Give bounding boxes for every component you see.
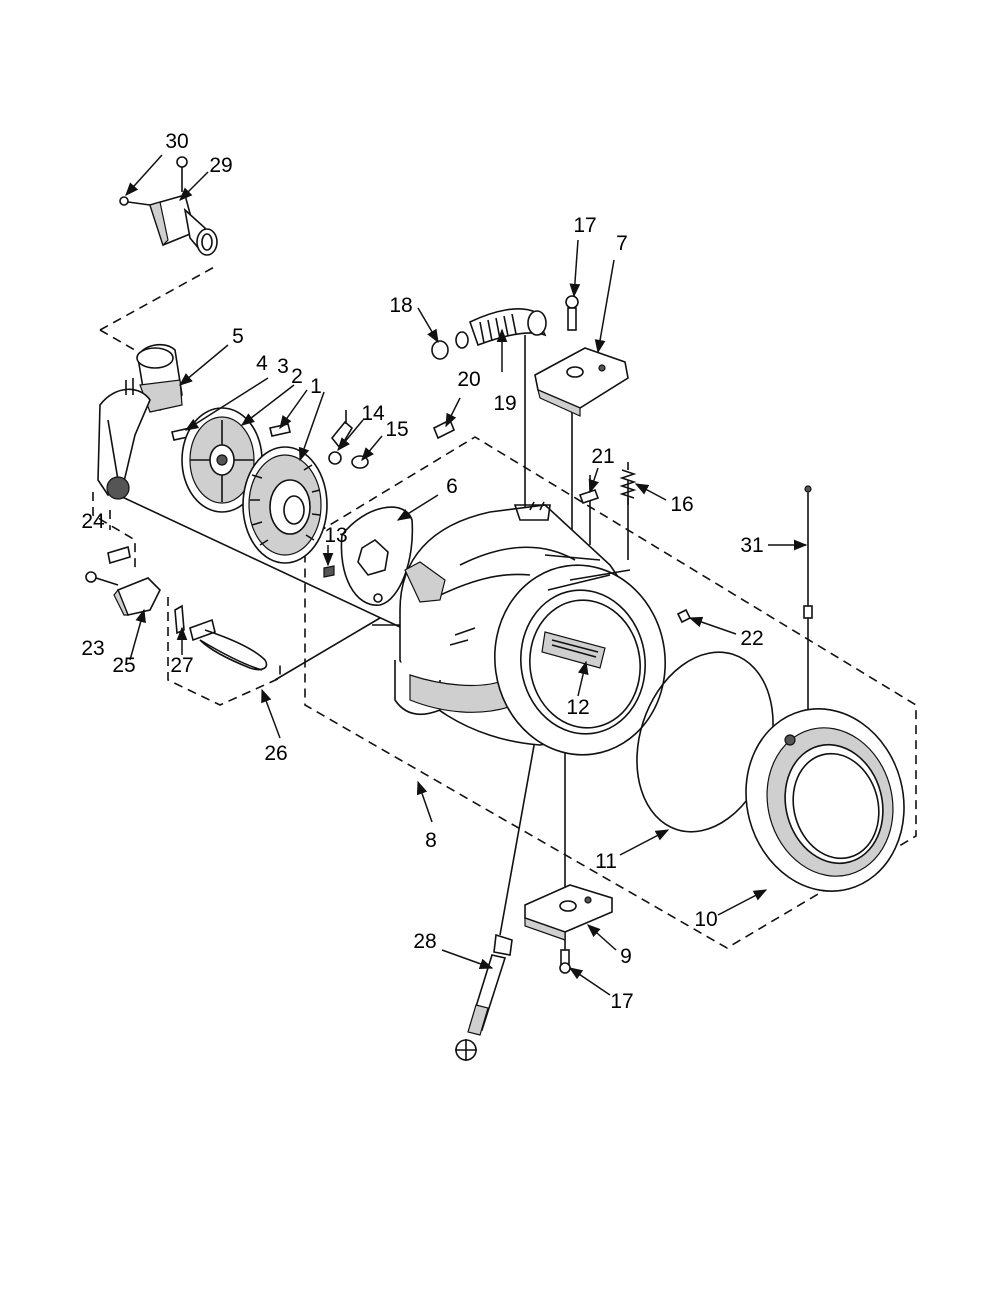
heater-element-part-26 <box>199 629 268 671</box>
callout-arrows <box>125 154 808 996</box>
screw-part-30 <box>119 196 151 206</box>
callout-10: 10 <box>694 908 717 931</box>
callout-22: 22 <box>740 627 763 650</box>
pulley-part-3 <box>181 407 263 513</box>
rotor-part-1 <box>242 446 328 564</box>
bolt-part-17-top <box>565 295 579 331</box>
hose-connector-part-29 <box>148 194 218 256</box>
spring-part-16 <box>619 462 637 505</box>
clamp-part-18 <box>431 331 469 360</box>
callout-5: 5 <box>232 325 244 348</box>
callout-11: 11 <box>595 850 617 873</box>
connector-part-25 <box>113 577 161 616</box>
hose-guide-lines <box>92 264 219 570</box>
sensor-part-27 <box>174 604 216 642</box>
callout-24: 24 <box>81 510 105 533</box>
callout-26: 26 <box>264 742 287 765</box>
bolt-part-17-bottom <box>559 949 571 974</box>
clip-part-15 <box>351 455 369 469</box>
callout-12: 12 <box>566 696 589 719</box>
bolt-part-31 <box>803 485 813 619</box>
clip-part-22 <box>676 608 692 624</box>
callout-3: 3 <box>277 355 289 378</box>
callout-labels: 1 2 3 4 5 6 7 8 9 10 11 12 13 14 15 16 1… <box>81 130 763 1013</box>
heater-assembly-outline <box>167 597 281 706</box>
bracket-part-9 <box>524 884 613 941</box>
callout-1: 1 <box>310 375 322 398</box>
callout-7: 7 <box>616 232 628 255</box>
screw-part-23 <box>85 571 119 586</box>
screw-part-13 <box>323 565 335 578</box>
callout-19: 19 <box>493 392 516 415</box>
spacer-part-21 <box>578 488 600 505</box>
callout-15: 15 <box>385 418 408 441</box>
callout-14: 14 <box>361 402 385 425</box>
screw-part-29 <box>176 156 188 192</box>
callout-16: 16 <box>670 493 693 516</box>
pump-housing-part-5 <box>97 343 183 500</box>
callout-20: 20 <box>457 368 480 391</box>
callout-17-top: 17 <box>573 214 596 237</box>
callout-17-bottom: 17 <box>610 990 633 1013</box>
callout-21: 21 <box>591 445 614 468</box>
callout-31: 31 <box>740 534 763 557</box>
callout-9: 9 <box>620 945 632 968</box>
hose-part-19 <box>469 308 547 347</box>
callout-23: 23 <box>81 637 104 660</box>
tub-assembly-outline <box>304 436 917 949</box>
screw-part-24 <box>107 545 131 565</box>
callout-27: 27 <box>170 654 193 677</box>
screw-part-2 <box>269 423 291 437</box>
callout-28: 28 <box>413 930 436 953</box>
callout-8: 8 <box>425 829 437 852</box>
counterweight-part-10 <box>745 708 905 892</box>
baffle-part-12 <box>541 631 606 669</box>
callout-29: 29 <box>209 154 232 177</box>
callout-13: 13 <box>324 524 347 547</box>
clip-part-20 <box>432 418 456 440</box>
damper-part-28 <box>455 933 513 1061</box>
callout-18: 18 <box>389 294 412 317</box>
support-plate-part-6 <box>340 506 414 606</box>
callout-30: 30 <box>165 130 188 153</box>
callout-4: 4 <box>256 352 268 375</box>
callout-25: 25 <box>112 654 135 677</box>
callout-2: 2 <box>291 365 303 388</box>
callout-6: 6 <box>446 475 458 498</box>
bracket-part-7 <box>534 347 629 417</box>
